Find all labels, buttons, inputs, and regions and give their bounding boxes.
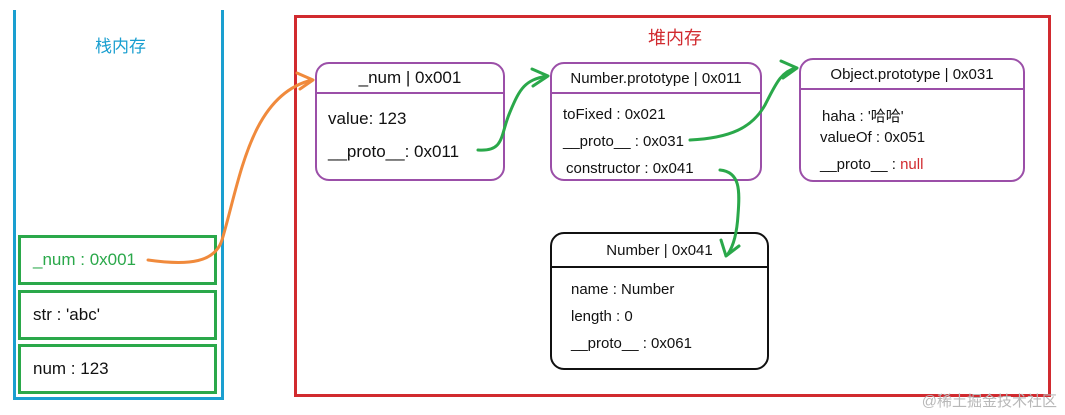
- object-prototype-proto-null: null: [900, 156, 924, 173]
- stack-memory-title: 栈内存: [95, 37, 146, 56]
- object-prototype-proto: __proto__ : null: [820, 156, 923, 173]
- arrowhead-num-to-number-prototype: [530, 67, 550, 88]
- arrowhead-constructor-to-number-function: [719, 238, 741, 258]
- stack-cell-str: str : 'abc': [18, 290, 217, 340]
- arrowhead-stack-to-num-object: [295, 71, 315, 91]
- number-function-length: length : 0: [571, 308, 633, 325]
- object-prototype-header: Object.prototype | 0x031: [801, 60, 1023, 90]
- watermark: @稀土掘金技术社区: [921, 393, 1057, 410]
- object-prototype-proto-key: __proto__ :: [820, 156, 901, 173]
- arrowhead-number-prototype-to-object-prototype: [779, 59, 799, 80]
- heap-memory: [294, 15, 1051, 397]
- number-function-proto: __proto__ : 0x061: [571, 335, 692, 352]
- number-prototype-tofixed: toFixed : 0x021: [563, 106, 666, 123]
- stack-cell-num-ref: _num : 0x001: [18, 235, 217, 285]
- number-prototype-box: Number.prototype | 0x011 toFixed : 0x021…: [550, 62, 762, 181]
- num-object-header: _num | 0x001: [317, 64, 503, 94]
- object-prototype-valueof: valueOf : 0x051: [820, 129, 926, 146]
- arrow-constructor-to-number-function: [718, 168, 741, 256]
- arrow-stack-to-num-object: [146, 78, 314, 264]
- stack-memory: [13, 10, 224, 400]
- number-function-name: name : Number: [571, 281, 675, 298]
- object-prototype-box: Object.prototype | 0x031 haha : '哈哈' val…: [799, 58, 1025, 182]
- object-prototype-haha: haha : '哈哈': [822, 108, 904, 125]
- arrow-number-prototype-to-object-prototype: [688, 66, 798, 142]
- arrow-num-to-number-prototype: [476, 74, 549, 152]
- heap-memory-title: 堆内存: [648, 28, 702, 48]
- number-prototype-proto: __proto__ : 0x031: [563, 133, 684, 150]
- number-prototype-header: Number.prototype | 0x011: [552, 64, 760, 94]
- num-object-value: value: 123: [328, 109, 407, 128]
- num-object-box: _num | 0x001 value: 123 __proto__: 0x011: [315, 62, 505, 181]
- number-function-header: Number | 0x041: [552, 234, 767, 268]
- num-object-proto: __proto__: 0x011: [328, 142, 460, 161]
- number-prototype-constructor: constructor : 0x041: [566, 160, 694, 177]
- stack-cell-num: num : 123: [18, 344, 217, 394]
- number-function-box: Number | 0x041 name : Number length : 0 …: [550, 232, 769, 370]
